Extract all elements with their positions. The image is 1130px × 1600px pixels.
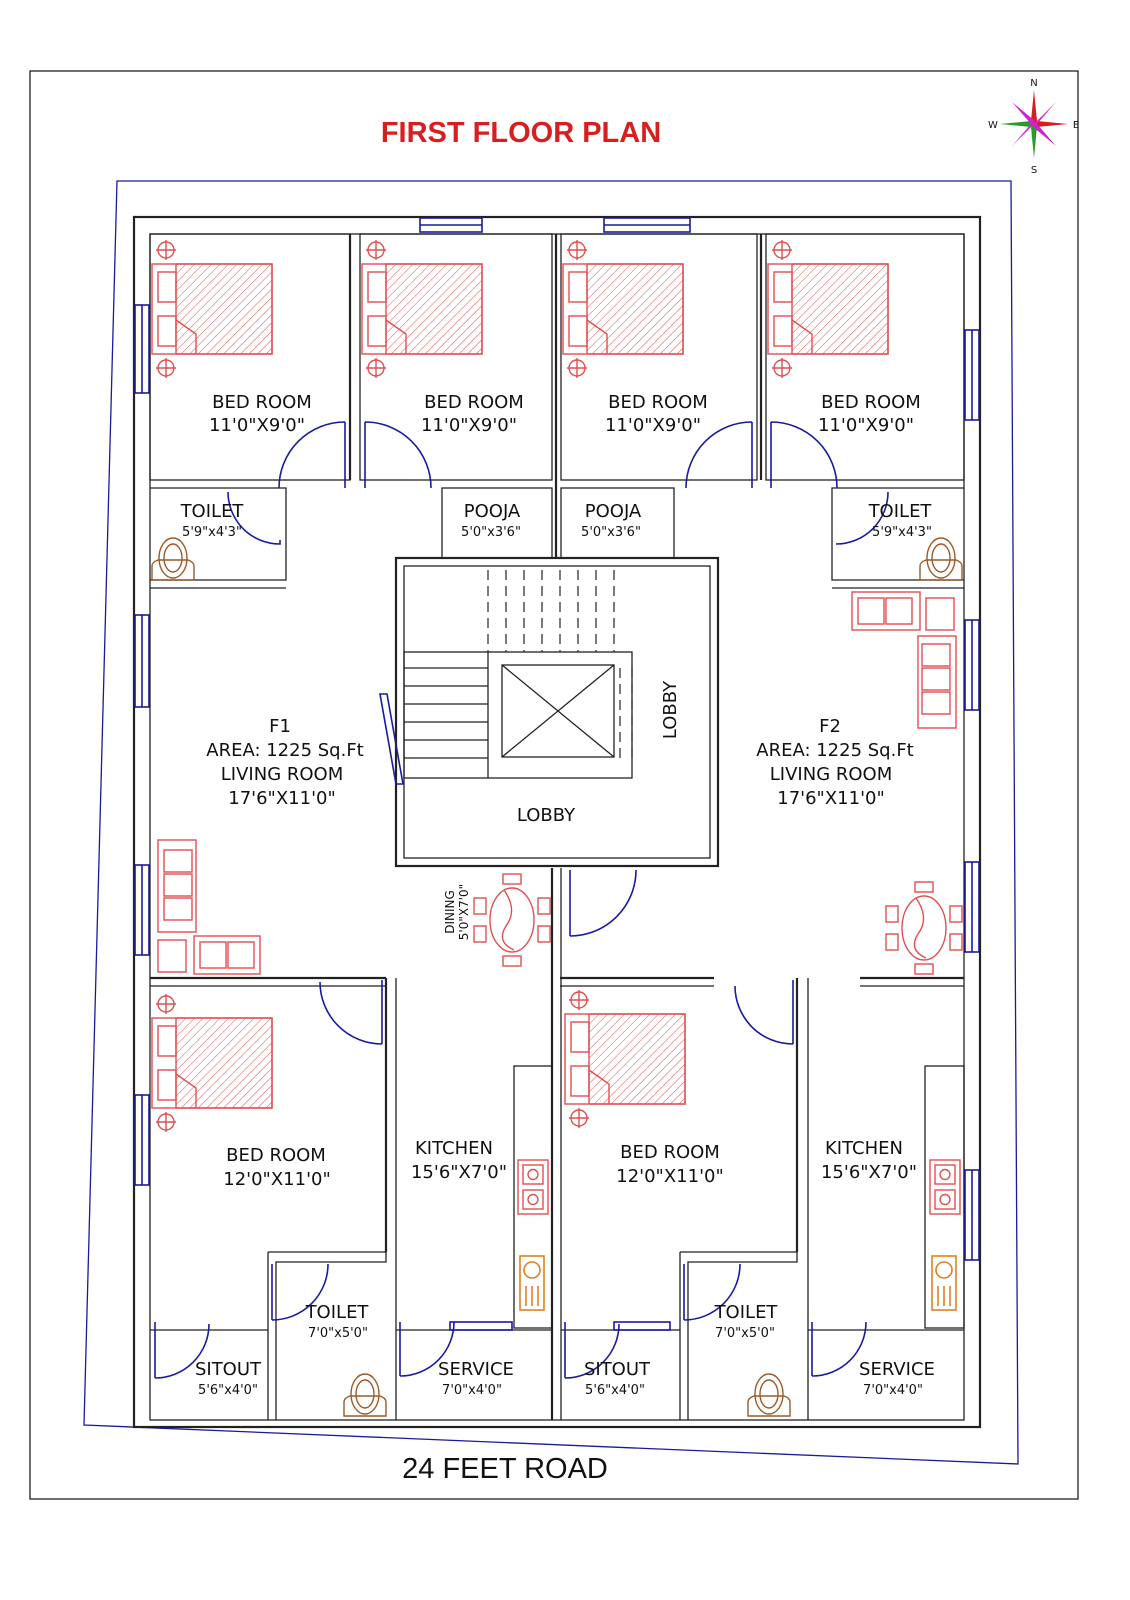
bed-icon (361, 239, 483, 379)
toilet-br-label: TOILET (714, 1302, 779, 1323)
bedroom-5-label: BED ROOM (226, 1145, 326, 1166)
bedroom-6-label: BED ROOM (620, 1142, 720, 1163)
stove-icon (517, 1159, 549, 1215)
service-2-label: SERVICE (859, 1359, 935, 1380)
service-2-dim: 7'0"x4'0" (863, 1383, 923, 1398)
sofa-icon (851, 591, 957, 729)
bed-icon (151, 993, 273, 1133)
service-1-dim: 7'0"x4'0" (442, 1383, 502, 1398)
compass-east: E (1073, 120, 1079, 131)
bedroom-2-dim: 11'0"X9'0" (421, 415, 517, 436)
toilet-icon (343, 1373, 387, 1417)
dining-label: DINING (443, 890, 457, 934)
road-label: 24 FEET ROAD (402, 1453, 608, 1485)
lobby-vertical-label: LOBBY (660, 680, 681, 739)
stove-icon (929, 1159, 961, 1215)
pooja-1-label: POOJA (464, 501, 521, 522)
bedroom-4-label: BED ROOM (821, 392, 921, 413)
plot-boundary (83, 180, 1019, 1465)
bed-icon (767, 239, 889, 379)
furniture (151, 239, 963, 1417)
flat-f1-label: F1 (269, 716, 291, 737)
bedroom-4-dim: 11'0"X9'0" (818, 415, 914, 436)
kitchen-1-dim: 15'6"X7'0" (411, 1162, 507, 1183)
bedroom-2-label: BED ROOM (424, 392, 524, 413)
toilet-tr-dim: 5'9"x4'3" (872, 525, 932, 540)
service-1-label: SERVICE (438, 1359, 514, 1380)
pooja-2-dim: 5'0"x3'6" (581, 525, 641, 540)
toilet-bl-dim: 7'0"x5'0" (308, 1326, 368, 1341)
toilet-tl-dim: 5'9"x4'3" (182, 525, 242, 540)
sink-icon (931, 1255, 957, 1311)
sofa-icon (157, 839, 261, 975)
toilet-tl-label: TOILET (180, 501, 245, 522)
living-room-1-label: LIVING ROOM (221, 764, 343, 785)
building-walls (132, 215, 982, 1429)
bedroom-3-label: BED ROOM (608, 392, 708, 413)
compass-icon: N S E W (988, 78, 1079, 176)
compass-south: S (1031, 165, 1037, 176)
sitout-2-label: SITOUT (584, 1359, 651, 1380)
windows (134, 217, 980, 1331)
dining-dim: 5'0"X7'0" (457, 884, 471, 940)
dining-table-icon (473, 873, 551, 967)
plan-title: FIRST FLOOR PLAN (381, 117, 661, 149)
toilet-icon (919, 537, 963, 581)
flat-f2-label: F2 (819, 716, 841, 737)
bed-icon (562, 239, 684, 379)
flat-f2-area: AREA: 1225 Sq.Ft (756, 740, 914, 761)
pooja-1-dim: 5'0"x3'6" (461, 525, 521, 540)
living-room-2-dim: 17'6"X11'0" (777, 788, 885, 809)
kitchen-2-label: KITCHEN (825, 1138, 903, 1159)
compass-north: N (1030, 78, 1037, 89)
toilet-bl-label: TOILET (305, 1302, 370, 1323)
living-room-1-dim: 17'6"X11'0" (228, 788, 336, 809)
toilet-icon (151, 537, 195, 581)
sitout-1-dim: 5'6"x4'0" (198, 1383, 258, 1398)
staircase (403, 570, 633, 779)
lobby-label: LOBBY (517, 805, 576, 826)
doors (154, 421, 889, 1379)
sitout-1-label: SITOUT (195, 1359, 262, 1380)
compass-west: W (988, 120, 998, 131)
pooja-2-label: POOJA (585, 501, 642, 522)
kitchen-1-label: KITCHEN (415, 1138, 493, 1159)
sitout-2-dim: 5'6"x4'0" (585, 1383, 645, 1398)
bedroom-5-dim: 12'0"X11'0" (223, 1169, 331, 1190)
bedroom-1-label: BED ROOM (212, 392, 312, 413)
bed-icon (564, 989, 686, 1129)
sink-icon (519, 1255, 545, 1311)
sheet-border (29, 70, 1079, 1500)
bedroom-6-dim: 12'0"X11'0" (616, 1166, 724, 1187)
living-room-2-label: LIVING ROOM (770, 764, 892, 785)
kitchen-2-dim: 15'6"X7'0" (821, 1162, 917, 1183)
bedroom-1-dim: 11'0"X9'0" (209, 415, 305, 436)
bedroom-3-dim: 11'0"X9'0" (605, 415, 701, 436)
toilet-icon (747, 1373, 791, 1417)
bed-icon (151, 239, 273, 379)
flat-f1-area: AREA: 1225 Sq.Ft (206, 740, 364, 761)
toilet-br-dim: 7'0"x5'0" (715, 1326, 775, 1341)
room-labels: BED ROOM 11'0"X9'0" BED ROOM 11'0"X9'0" … (180, 392, 935, 1398)
toilet-tr-label: TOILET (868, 501, 933, 522)
dining-table-icon (885, 881, 963, 975)
